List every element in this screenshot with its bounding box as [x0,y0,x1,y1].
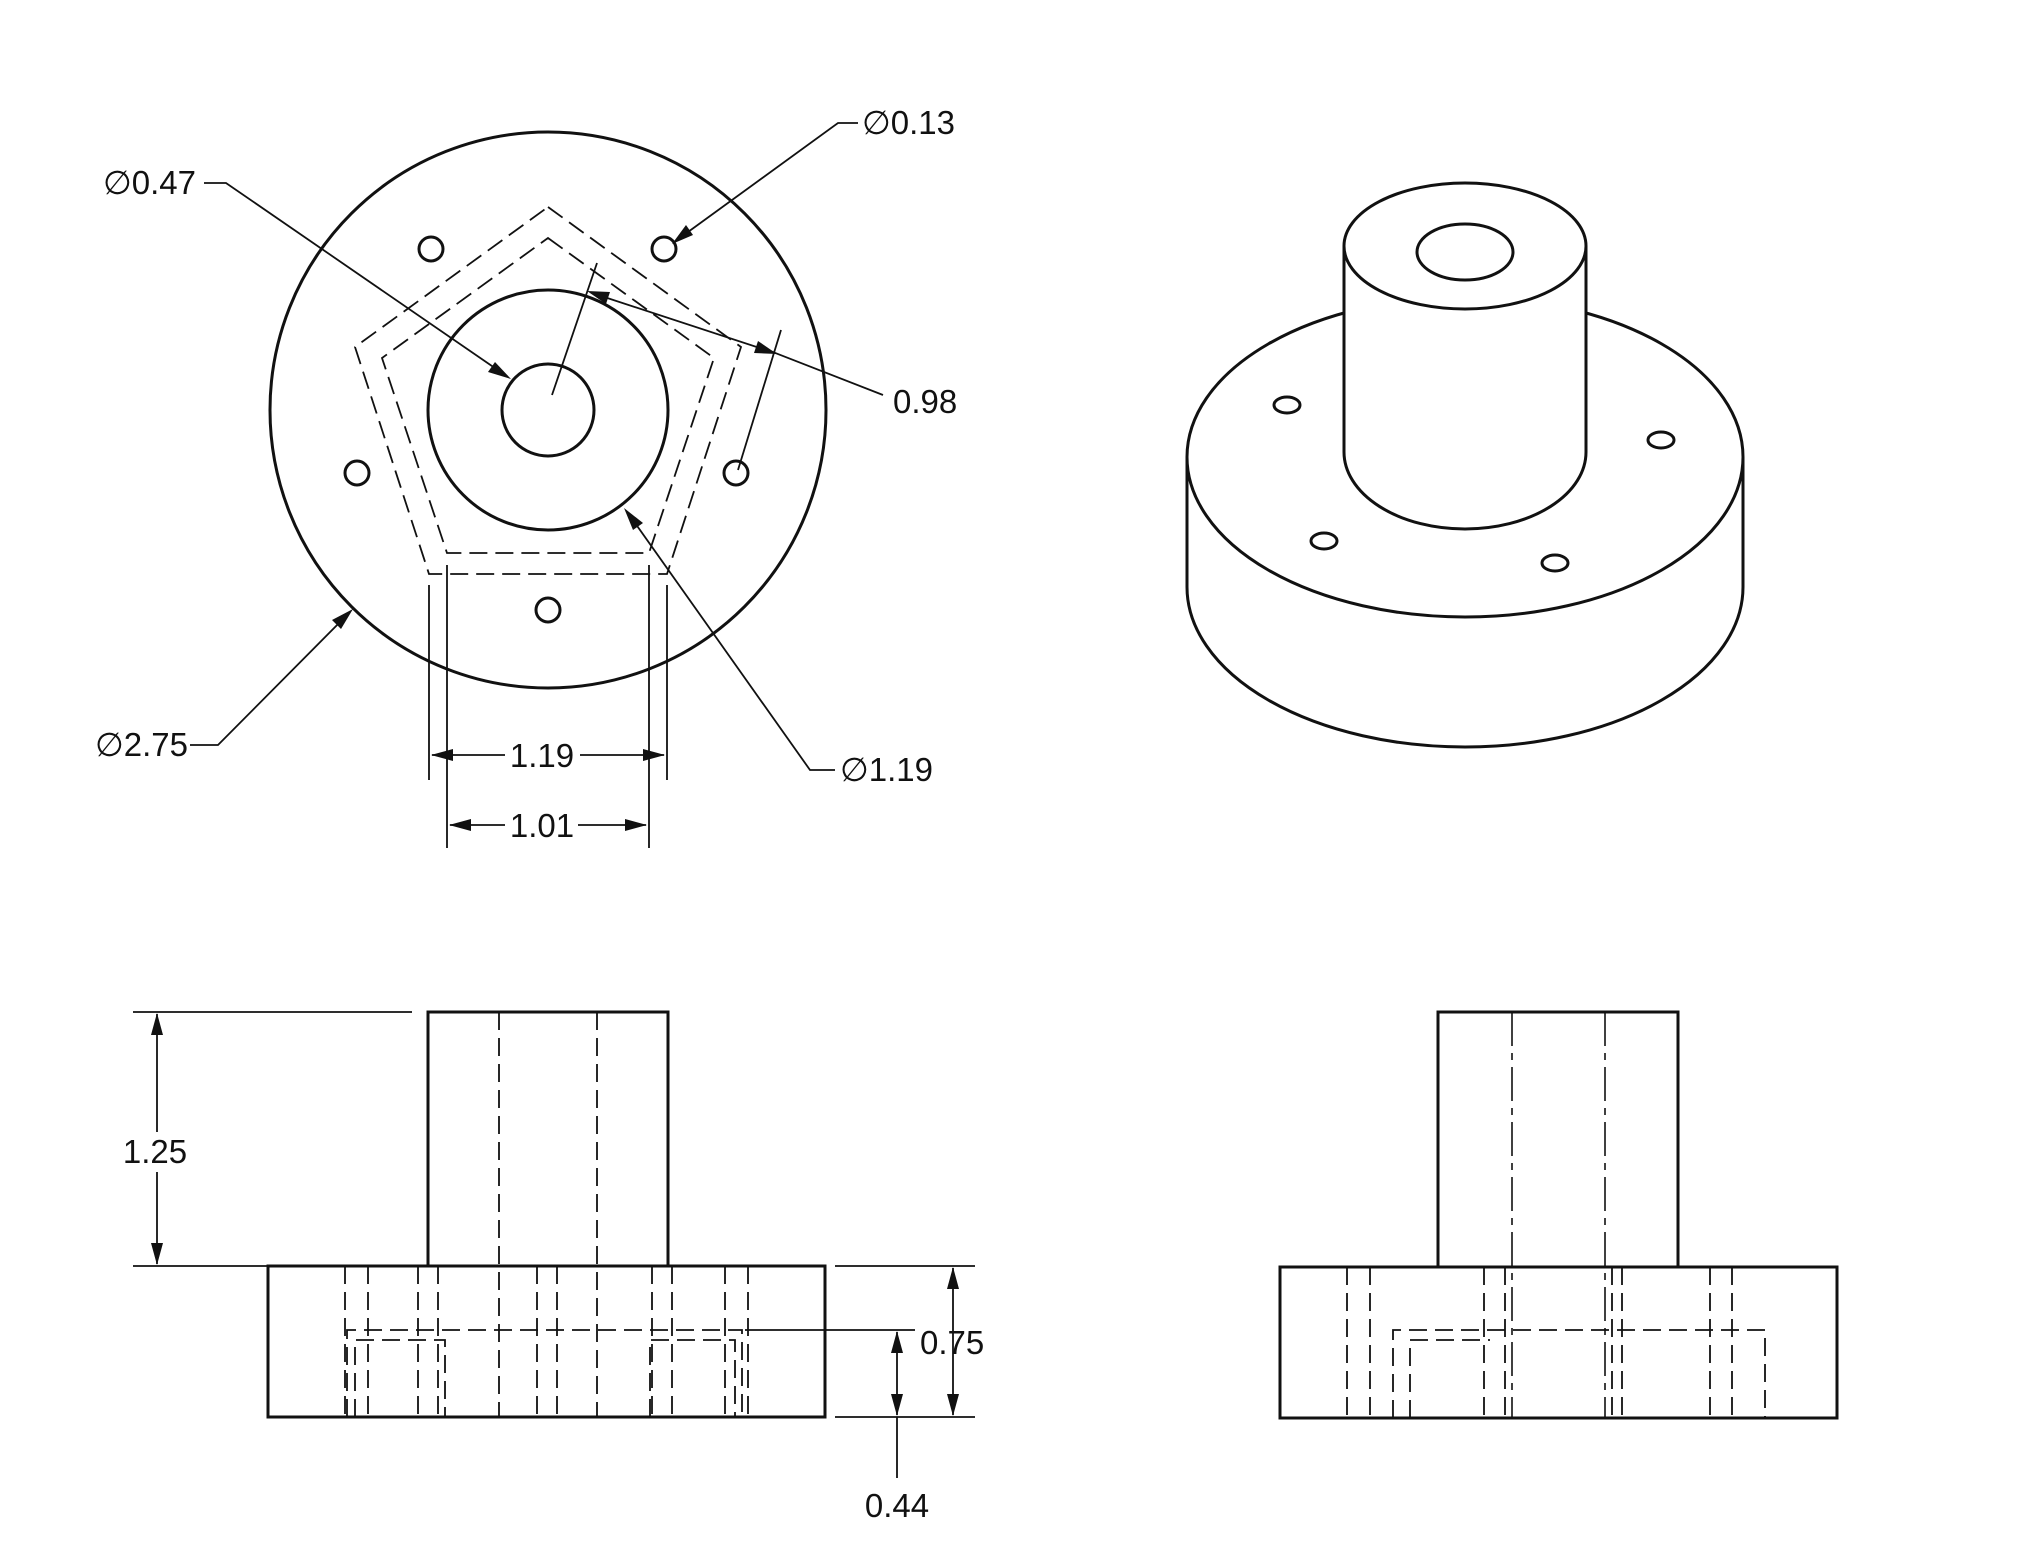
radius-witness-line [551,262,598,396]
leader-line [676,122,858,241]
bolt-hole [1540,553,1570,573]
bolt-hole [1309,531,1339,551]
bolt-hole [1272,395,1302,415]
outer-flange-circle [268,130,828,690]
leader-line [190,612,350,746]
hidden-pocket-outline [354,1339,446,1417]
bolt-hole [417,235,445,263]
flange-bottom-edge [1185,586,1745,749]
center-hole [500,362,596,458]
hidden-pentagon-inner [380,236,716,554]
bolt-hole [534,596,562,624]
bolt-hole [722,459,750,487]
arrowhead [624,508,643,530]
bolt-hole [650,235,678,263]
arrowhead [643,749,665,761]
hidden-pocket-outline [1392,1329,1766,1418]
arrowhead [332,609,353,629]
leader-line [759,346,884,396]
radius-dimension-line [591,292,773,353]
inner-width-dimension-label: 1.01 [510,807,574,844]
arrowhead [947,1267,959,1289]
arrowhead [431,749,453,761]
arrowhead [625,819,647,831]
hidden-pocket-outline [649,1339,736,1417]
boss-bottom-edge [1342,451,1588,531]
bolt-hole [1646,430,1676,450]
boss-outline [1436,1010,1680,1269]
arrowhead [488,362,511,379]
hidden-pocket-outline [346,1329,743,1417]
leader-line [204,182,506,376]
boss-circle [426,288,670,532]
arrowhead [449,819,471,831]
pocket-depth-label: 0.44 [865,1487,929,1524]
boss-body [1344,246,1586,529]
flange-height-label: 0.75 [920,1324,984,1361]
pentagon-radius-label: 0.98 [893,383,957,420]
bolt-hole-diameter-label: ∅0.13 [862,104,955,141]
leader-line [627,512,835,771]
arrowhead [947,1394,959,1416]
boss-diameter-label: ∅1.19 [840,751,933,788]
flange-outline [266,1264,827,1419]
isometric-view [1185,181,1745,749]
arrowhead [672,225,693,244]
boss-top-ellipse [1342,181,1588,311]
hidden-pocket-outline [1409,1339,1490,1418]
hole-diameter-label: ∅0.47 [103,164,196,201]
bolt-hole [343,459,371,487]
boss-height-label: 1.25 [123,1133,187,1170]
arrowhead [587,291,610,304]
side-view [1278,1010,1839,1420]
front-view: 1.25 0.75 0.44 [123,1010,984,1524]
boss-outline [426,1010,670,1268]
arrowhead [151,1013,163,1035]
flange-outline [1278,1265,1839,1420]
arrowhead [891,1394,903,1416]
arrowhead [151,1243,163,1265]
top-view: 1.19 1.01 ∅0.47 ∅0.13 0.98 ∅2.75 ∅1.19 [95,104,957,848]
arrowhead [754,341,777,354]
outer-diameter-label: ∅2.75 [95,726,188,763]
width-dimension-label: 1.19 [510,737,574,774]
hidden-pentagon-outer [353,205,743,575]
arrowhead [891,1331,903,1353]
bore-ellipse [1415,222,1515,282]
